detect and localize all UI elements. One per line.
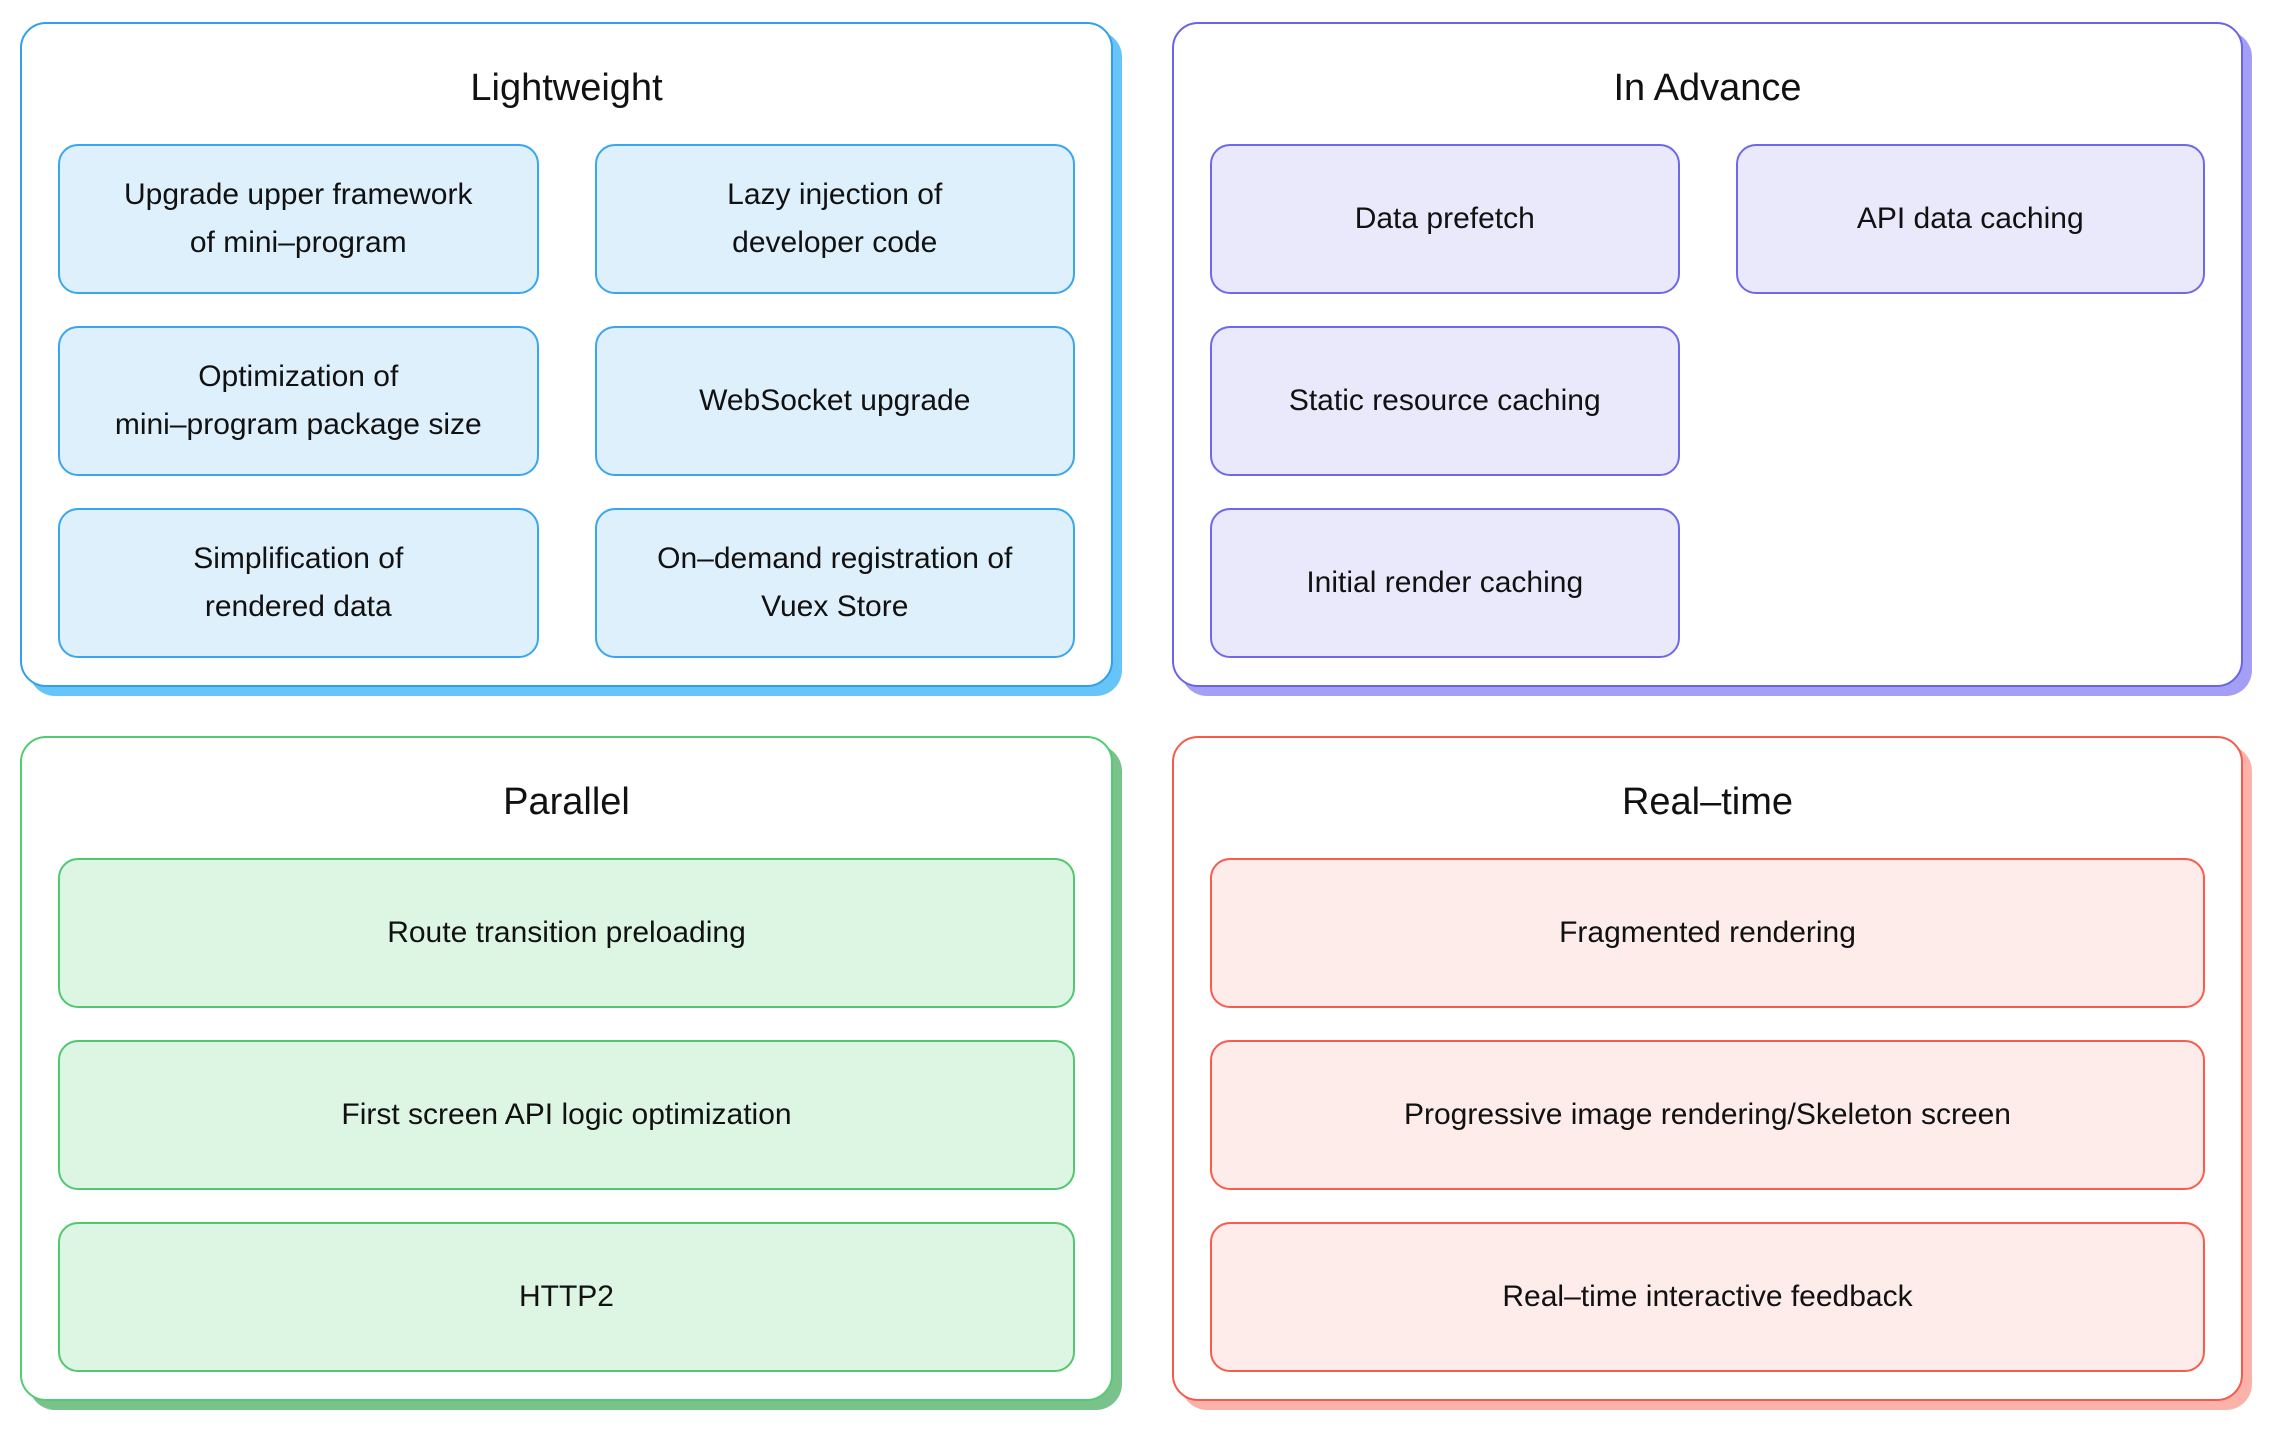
panel-in-advance: In Advance Data prefetch API data caching… xyxy=(1172,22,2243,687)
feature-box: Progressive image rendering/Skeleton scr… xyxy=(1210,1040,2205,1190)
feature-box: Static resource caching xyxy=(1210,326,1680,476)
panel-title: Lightweight xyxy=(470,67,663,109)
feature-box: Route transition preloading xyxy=(58,858,1075,1008)
feature-box: First screen API logic optimization xyxy=(58,1040,1075,1190)
feature-box: Data prefetch xyxy=(1210,144,1680,294)
panel-title: Real–time xyxy=(1621,781,1794,823)
feature-box: API data caching xyxy=(1735,144,2205,294)
feature-box: Initial render caching xyxy=(1210,508,1680,658)
feature-box: Real–time interactive feedback xyxy=(1210,1222,2205,1372)
feature-box: WebSocket upgrade xyxy=(594,326,1075,476)
panel-title: In Advance xyxy=(1613,67,1802,109)
feature-box: HTTP2 xyxy=(58,1222,1075,1372)
panel-title: Parallel xyxy=(503,781,630,823)
feature-box: Fragmented rendering xyxy=(1210,858,2205,1008)
